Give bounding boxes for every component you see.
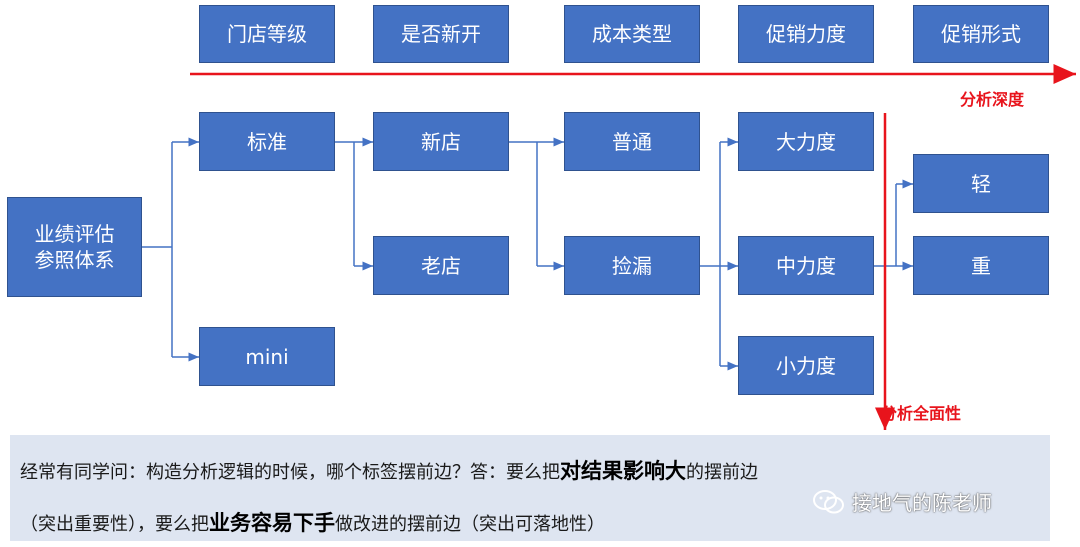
header-promo-form: 促销形式 — [913, 5, 1049, 63]
header-is-new: 是否新开 — [373, 5, 509, 63]
note-line-2: （突出重要性），要么把业务容易下手做改进的摆前边（突出可落地性） — [20, 507, 605, 537]
node-light: 轻 — [913, 154, 1049, 213]
node-mini: mini — [199, 327, 335, 386]
node-new-store: 新店 — [373, 112, 509, 171]
node-old-store: 老店 — [373, 236, 509, 295]
root-line2: 参照体系 — [34, 248, 115, 272]
note-l1-c: 的摆前边 — [686, 462, 758, 483]
breadth-label: 分析全面性 — [881, 404, 962, 423]
header-store-level: 门店等级 — [199, 5, 335, 63]
note-l2-c: 做改进的摆前边（突出可落地性） — [335, 514, 605, 535]
root-line1: 业绩评估 — [34, 222, 115, 246]
note-l2-a: （突出重要性），要么把 — [20, 514, 209, 535]
header-promo-strength: 促销力度 — [738, 5, 874, 63]
node-pickup: 捡漏 — [564, 236, 700, 295]
node-regular: 普通 — [564, 112, 700, 171]
node-heavy: 重 — [913, 236, 1049, 295]
note-panel: 经常有同学问：构造分析逻辑的时候，哪个标签摆前边？答：要么把对结果影响大的摆前边… — [10, 435, 1050, 541]
header-cost-type: 成本类型 — [564, 5, 700, 63]
node-medium: 中力度 — [738, 236, 874, 295]
note-l1-emphasis: 对结果影响大 — [560, 459, 686, 483]
depth-label: 分析深度 — [960, 90, 1025, 109]
wechat-icon — [813, 489, 844, 513]
note-l2-emphasis: 业务容易下手 — [209, 511, 335, 535]
node-standard: 标准 — [199, 112, 335, 171]
root-node: 业绩评估 参照体系 — [7, 197, 142, 297]
watermark: 接地气的陈老师 — [812, 487, 992, 516]
node-weak: 小力度 — [738, 336, 874, 395]
watermark-text: 接地气的陈老师 — [852, 491, 992, 515]
note-l1-a: 经常有同学问：构造分析逻辑的时候，哪个标签摆前边？答：要么把 — [20, 462, 560, 483]
node-strong: 大力度 — [738, 112, 874, 171]
note-line-1: 经常有同学问：构造分析逻辑的时候，哪个标签摆前边？答：要么把对结果影响大的摆前边 — [20, 455, 758, 485]
